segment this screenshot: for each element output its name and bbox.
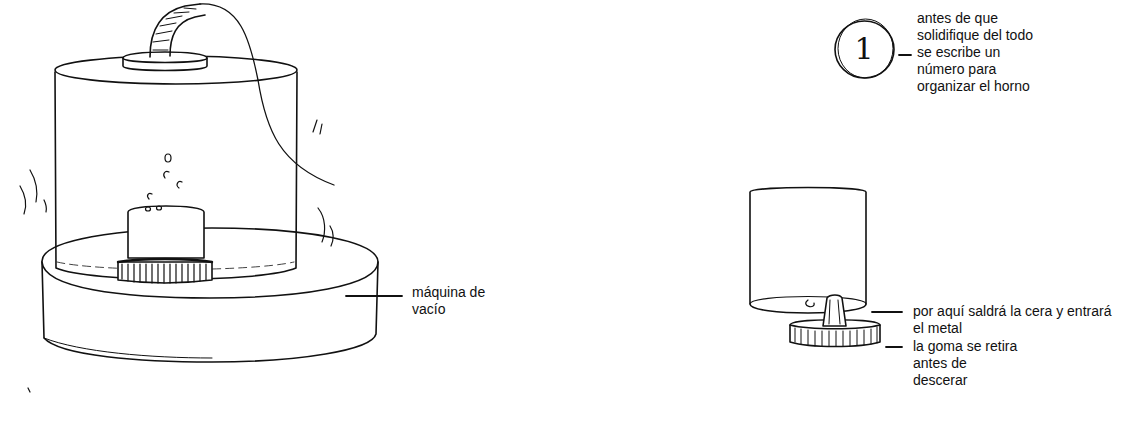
flask-in-vacuum (118, 206, 212, 283)
note-text: la goma se retira antes de descerar (913, 338, 1023, 389)
machine-base (42, 228, 378, 362)
note-text: por aquí saldrá la cera y entrará el met… (913, 303, 1118, 337)
note-text: antes de que solidifique del todo se esc… (917, 10, 1035, 95)
bell-jar (55, 56, 297, 279)
rubber-base (790, 295, 880, 347)
vibration-marks (20, 120, 333, 392)
circle-stroke (838, 19, 893, 78)
callout-number: 1 (854, 32, 873, 66)
note-wrap: máquina de vacío (412, 284, 512, 318)
note-wrap: antes de que solidifique del todo se esc… (917, 10, 1035, 95)
investment-flask (750, 188, 866, 314)
vacuum-hose (123, 4, 334, 185)
note-wrap: la goma se retira antes de descerar (913, 338, 1023, 389)
number-circle: 1 (833, 18, 896, 81)
air-bubbles (146, 154, 183, 211)
part-label: máquina de vacío (412, 284, 512, 318)
leader-lines (346, 55, 911, 347)
note-wrap: por aquí saldrá la cera y entrará el met… (913, 303, 1118, 337)
